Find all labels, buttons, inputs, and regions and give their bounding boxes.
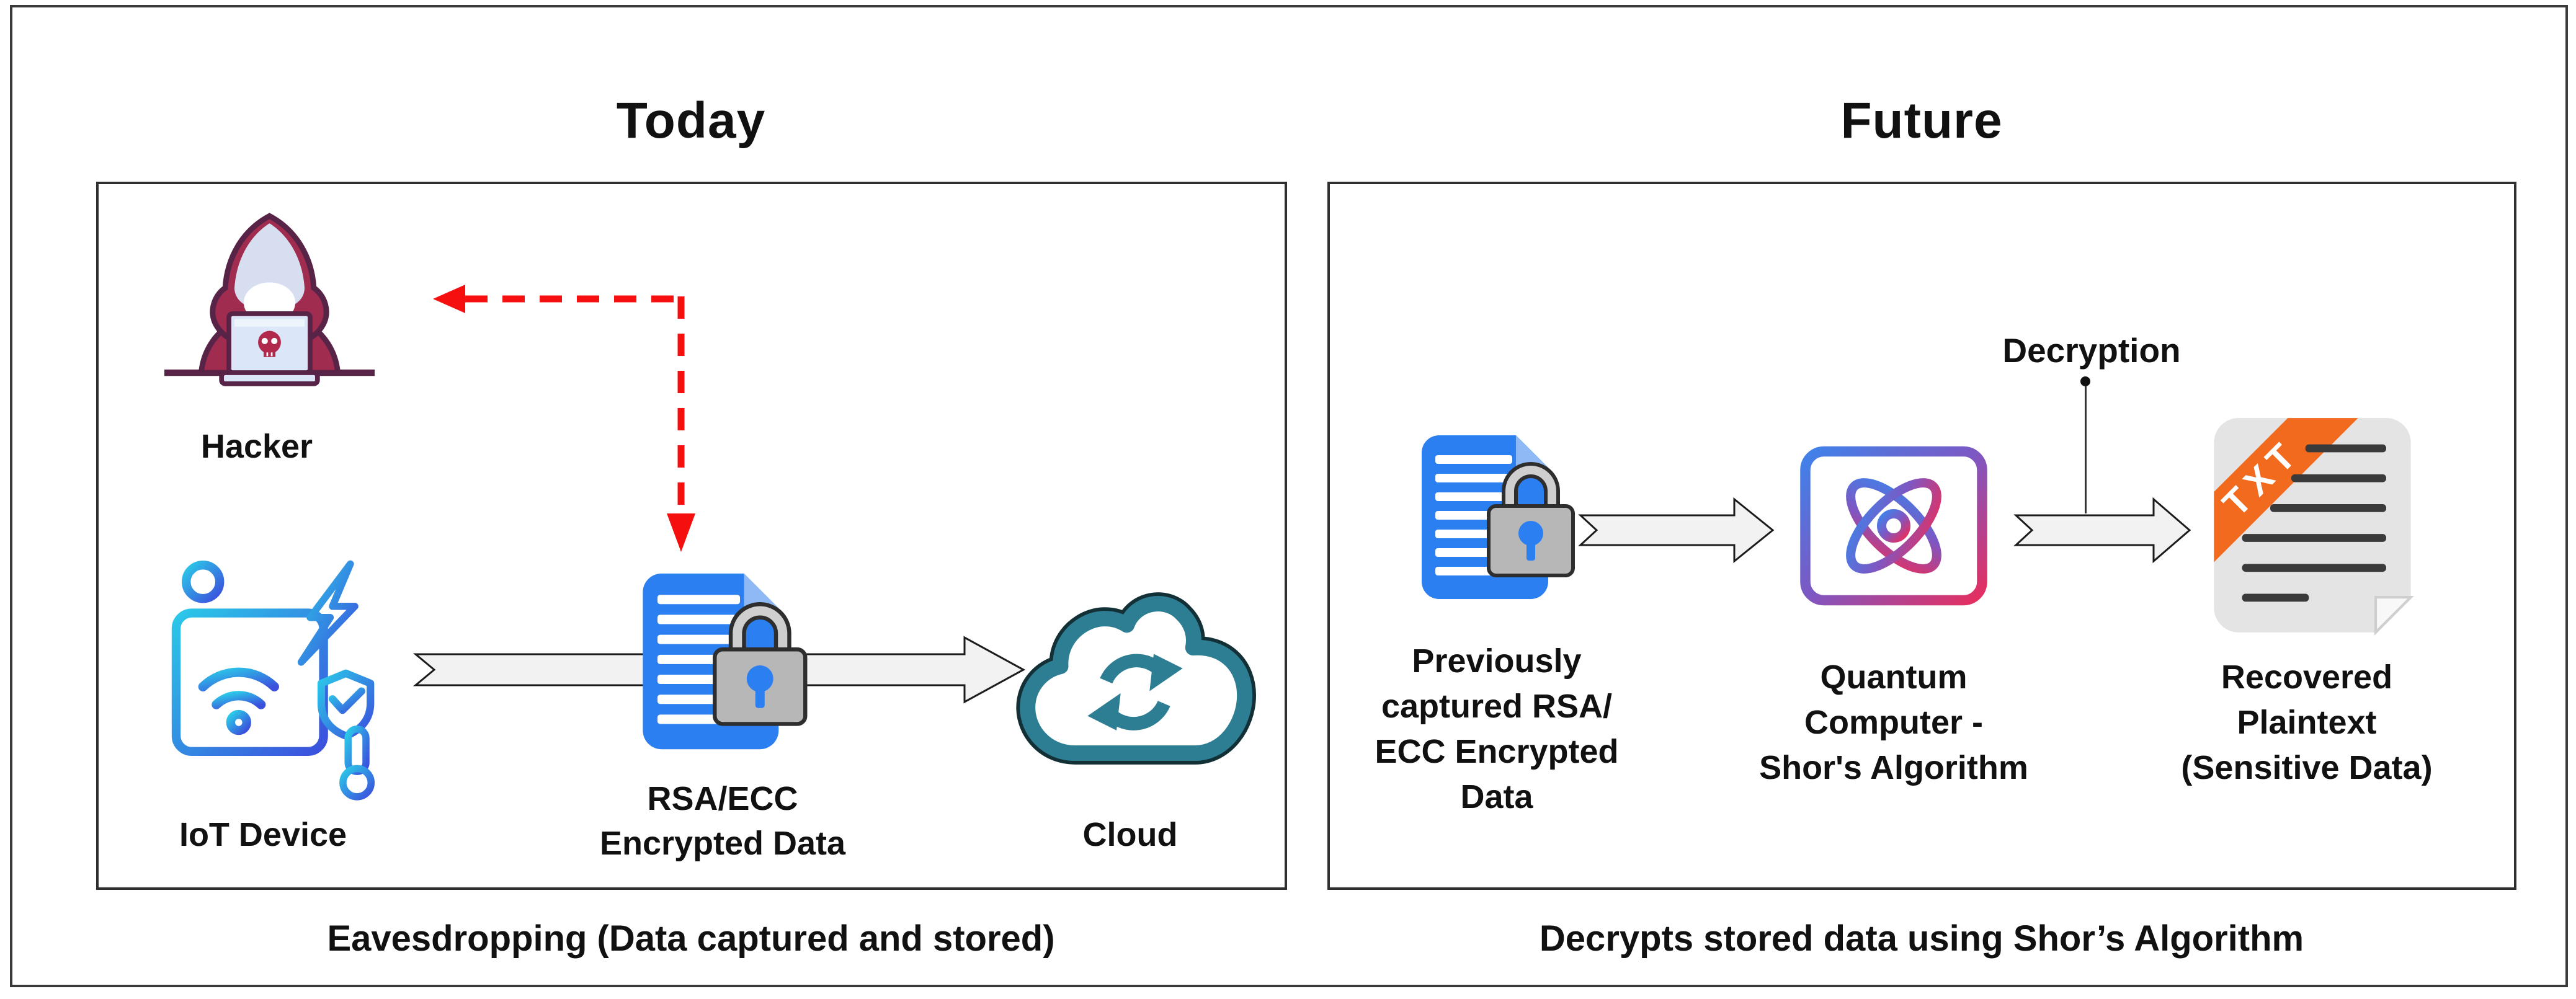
sync-arrows-icon <box>1087 654 1183 730</box>
encrypted-data-icon <box>622 566 821 765</box>
quantum-computer-icon <box>1774 420 2013 632</box>
cloud-label: Cloud <box>1082 816 1178 853</box>
captured-encrypted-data-icon <box>1402 428 1588 614</box>
recovered-plaintext-label: Recovered Plaintext (Sensitive Data) <box>2181 655 2432 791</box>
decryption-label: Decryption <box>2002 331 2181 370</box>
quantum-label-line3: Shor's Algorithm <box>1759 749 2028 786</box>
hacker-label: Hacker <box>200 428 313 465</box>
captured-data-label: Previously captured RSA/ ECC Encrypted D… <box>1375 639 1618 820</box>
red-arrowhead-left <box>433 285 465 313</box>
hacker-icon <box>164 213 375 386</box>
iot-device-icon <box>171 560 375 801</box>
recovered-label-line2: Plaintext <box>2237 704 2377 741</box>
txt-ribbon <box>2214 418 2358 562</box>
red-arrowhead-down <box>667 513 695 552</box>
today-title: Today <box>616 92 766 149</box>
future-title: Future <box>1840 92 2003 149</box>
recovered-plaintext-icon: TXT <box>2214 418 2414 636</box>
cloud-icon <box>1016 592 1256 765</box>
captured-data-label-line1: Previously <box>1412 642 1582 680</box>
quantum-label: Quantum Computer - Shor's Algorithm <box>1759 655 2028 791</box>
quantum-label-line2: Computer - <box>1804 704 1983 741</box>
encrypted-data-label-line2: Encrypted Data <box>599 825 846 862</box>
outer-border <box>10 5 2568 987</box>
future-caption: Decrypts stored data using Shor’s Algori… <box>1539 918 2304 959</box>
document-text-lines <box>2242 444 2386 602</box>
encrypted-data-label: RSA/ECC Encrypted Data <box>600 776 845 866</box>
atom-icon <box>1846 478 1941 574</box>
eavesdrop-red-arrow <box>433 285 695 552</box>
today-caption: Eavesdropping (Data captured and stored) <box>327 918 1055 959</box>
flow-arrow-to-plaintext <box>2013 497 2191 564</box>
recovered-label-line3: (Sensitive Data) <box>2181 749 2433 786</box>
recovered-label-line1: Recovered <box>2221 659 2393 696</box>
captured-data-label-line4: Data <box>1460 778 1533 815</box>
captured-data-label-line3: ECC Encrypted <box>1375 733 1619 770</box>
skull-logo <box>258 331 281 357</box>
encrypted-data-label-line1: RSA/ECC <box>647 780 798 817</box>
captured-data-label-line2: captured RSA/ <box>1381 688 1613 725</box>
quantum-label-line1: Quantum <box>1820 659 1968 696</box>
decryption-connector-line <box>2085 386 2087 513</box>
decryption-connector-dot <box>2080 376 2090 386</box>
iot-device-label: IoT Device <box>179 816 347 853</box>
flow-arrow-to-quantum <box>1578 497 1775 564</box>
